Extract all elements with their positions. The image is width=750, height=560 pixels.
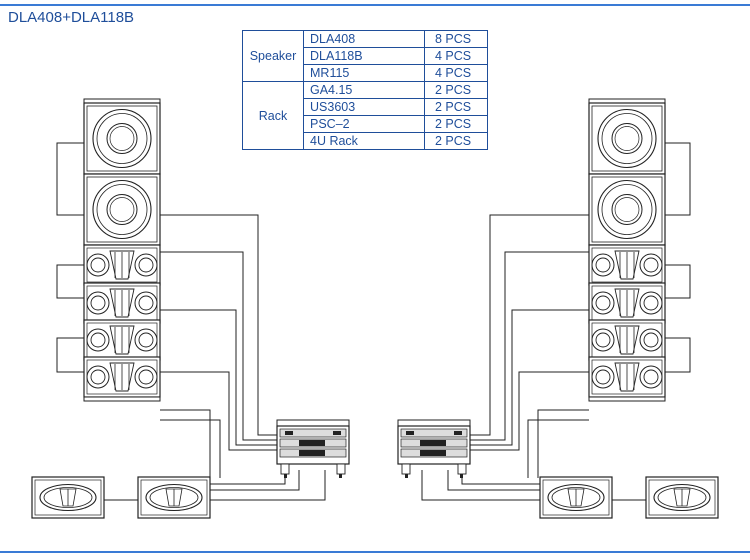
- stage-monitor-icon: [31, 476, 105, 519]
- group-label-speaker: Speaker: [242, 30, 304, 82]
- stage-monitor-icon: [539, 476, 613, 519]
- rigging-frame-icon: [83, 396, 161, 402]
- bottom-rule: [0, 551, 750, 553]
- item-qty: 2 PCS: [424, 98, 488, 116]
- line-array-cabinet-icon: [588, 319, 666, 361]
- line-array-cabinet-icon: [588, 356, 666, 398]
- table-row: PSC–2 2 PCS: [243, 115, 488, 133]
- left-array: [83, 98, 161, 402]
- rigging-frame-icon: [588, 396, 666, 402]
- line-array-cabinet-icon: [83, 356, 161, 398]
- line-array-cabinet-icon: [83, 244, 161, 286]
- line-array-cabinet-icon: [588, 244, 666, 286]
- amplifier-rack-icon: [276, 419, 350, 479]
- table-row: 4U Rack 2 PCS: [243, 132, 488, 150]
- subwoofer-cabinet-icon: [83, 173, 161, 246]
- item-qty: 2 PCS: [424, 132, 488, 150]
- diagram-title: DLA408+DLA118B: [8, 9, 135, 26]
- table-row: MR115 4 PCS: [243, 64, 488, 82]
- table-row: US3603 2 PCS: [243, 98, 488, 116]
- line-array-cabinet-icon: [83, 282, 161, 324]
- stage-monitor-icon: [137, 476, 211, 519]
- table-row: Rack GA4.15 2 PCS: [242, 81, 488, 150]
- group-label-rack: Rack: [242, 81, 304, 150]
- right-array: [588, 98, 666, 402]
- equipment-table: Speaker DLA408 8 PCS DLA118B 4 PCS MR115…: [242, 30, 488, 150]
- subwoofer-cabinet-icon: [588, 102, 666, 175]
- line-array-cabinet-icon: [83, 319, 161, 361]
- item-name: PSC–2: [303, 115, 425, 133]
- amplifier-rack-icon: [397, 419, 471, 479]
- item-name: 4U Rack: [303, 132, 425, 150]
- top-rule: [0, 4, 750, 6]
- line-array-cabinet-icon: [588, 282, 666, 324]
- stage-monitor-icon: [645, 476, 719, 519]
- subwoofer-cabinet-icon: [83, 102, 161, 175]
- subwoofer-cabinet-icon: [588, 173, 666, 246]
